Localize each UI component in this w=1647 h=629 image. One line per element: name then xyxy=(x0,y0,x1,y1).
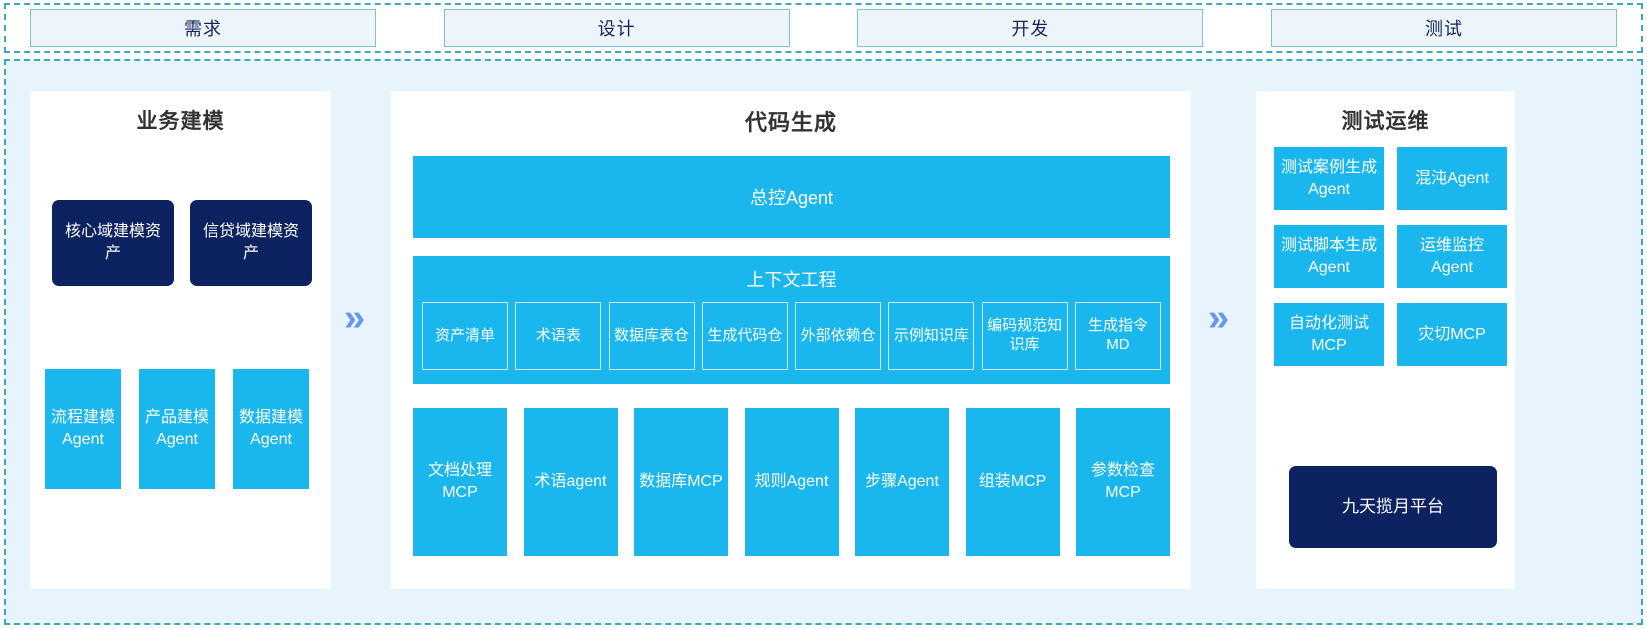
chip-label: 外部依赖仓 xyxy=(800,326,876,344)
master-agent-bar[interactable]: 总控Agent xyxy=(413,156,1170,238)
business-asset-group: 核心域建模资产 信贷域建模资产 xyxy=(52,200,312,286)
card-label: 运维监控Agent xyxy=(1419,236,1484,276)
panel-title-code-generation: 代码生成 xyxy=(744,110,837,135)
panel-title-business-modeling: 业务建模 xyxy=(136,110,225,133)
chip-label: 术语表 xyxy=(535,326,581,344)
stage-label: 设计 xyxy=(597,19,636,39)
testops-card-test-case-generation-agent[interactable]: 测试案例生成Agent xyxy=(1274,147,1384,210)
platform-card-jiutian-lanyue[interactable]: 九天揽月平台 xyxy=(1289,466,1497,548)
business-agent-group: 流程建模Agent 产品建模Agent 数据建模Agent xyxy=(45,369,309,489)
card-label: 信贷域建模资产 xyxy=(202,223,299,262)
chip-label: 资产清单 xyxy=(434,326,495,344)
testops-card-disaster-switch-mcp[interactable]: 灾切MCP xyxy=(1397,303,1507,366)
chip-label: 示例知识库 xyxy=(893,326,969,344)
tool-card-database-mcp[interactable]: 数据库MCP xyxy=(634,408,728,556)
card-label: 参数检查MCP xyxy=(1090,462,1155,501)
stage-box-testing[interactable]: 测试 xyxy=(1270,9,1617,47)
panel-business-modeling: 业务建模 核心域建模资产 信贷域建模资产 流程建模Agent 产品建模Agent… xyxy=(30,91,331,589)
stage-label: 需求 xyxy=(184,19,222,39)
agent-card-data-modeling[interactable]: 数据建模Agent xyxy=(233,369,309,489)
context-chip-generation-instruction-md[interactable]: 生成指令MD xyxy=(1074,302,1161,370)
tool-card-glossary-agent[interactable]: 术语agent xyxy=(523,408,618,556)
testops-card-automated-test-mcp[interactable]: 自动化测试MCP xyxy=(1274,303,1384,366)
context-engineering-title: 上下文工程 xyxy=(746,270,837,290)
tool-card-step-agent[interactable]: 步骤Agent xyxy=(855,408,949,556)
card-label: 测试案例生成Agent xyxy=(1280,158,1377,198)
card-label: 组装MCP xyxy=(978,473,1047,491)
tool-card-assembly-mcp[interactable]: 组装MCP xyxy=(965,408,1060,556)
stage-strip: 需求 设计 开发 测试 xyxy=(4,3,1643,53)
flow-chevron-icon-1: » xyxy=(344,297,365,339)
card-label: 灾切MCP xyxy=(1418,325,1486,343)
code-generation-tool-group: 文档处理MCP 术语agent 数据库MCP 规则Agent 步骤Agent 组… xyxy=(413,408,1170,556)
context-chip-group: 资产清单 术语表 数据库表仓 生成代码仓 外部依赖仓 示例知 xyxy=(413,292,1170,370)
card-label: 核心域建模资产 xyxy=(64,223,161,262)
chip-label: 生成代码仓 xyxy=(707,326,783,344)
context-chip-asset-list[interactable]: 资产清单 xyxy=(422,302,508,370)
context-chip-generated-code-repo[interactable]: 生成代码仓 xyxy=(701,302,788,370)
card-label: 步骤Agent xyxy=(865,473,939,491)
testops-card-test-script-generation-agent[interactable]: 测试脚本生成Agent xyxy=(1274,225,1384,288)
tool-card-rule-agent[interactable]: 规则Agent xyxy=(744,408,839,556)
flow-chevron-icon-2: » xyxy=(1208,297,1229,339)
context-engineering-block: 上下文工程 资产清单 术语表 数据库表仓 生成代码仓 外部依赖仓 xyxy=(413,256,1170,384)
panel-test-ops: 测试运维 测试案例生成Agent 混沌Agent 测试脚本生成Agent 运维监… xyxy=(1256,91,1515,589)
tool-card-document-processing-mcp[interactable]: 文档处理MCP xyxy=(413,408,507,556)
card-label: 产品建模Agent xyxy=(144,409,209,448)
agent-card-product-modeling[interactable]: 产品建模Agent xyxy=(139,369,215,489)
panel-title-test-ops: 测试运维 xyxy=(1341,110,1430,133)
card-label: 数据建模Agent xyxy=(238,409,303,448)
card-label: 文档处理MCP xyxy=(427,462,492,501)
context-chip-example-knowledge-base[interactable]: 示例知识库 xyxy=(888,302,975,370)
card-label: 数据库MCP xyxy=(639,473,723,491)
chip-label: 数据库表仓 xyxy=(614,326,690,344)
stage-box-design[interactable]: 设计 xyxy=(443,9,790,47)
test-ops-card-group: 测试案例生成Agent 混沌Agent 测试脚本生成Agent 运维监控Agen… xyxy=(1274,147,1507,366)
card-label: 流程建模Agent xyxy=(50,409,115,448)
card-label: 九天揽月平台 xyxy=(1342,496,1444,516)
asset-card-credit-domain[interactable]: 信贷域建模资产 xyxy=(190,200,312,286)
card-label: 测试脚本生成Agent xyxy=(1280,236,1377,276)
main-region: 业务建模 核心域建模资产 信贷域建模资产 流程建模Agent 产品建模Agent… xyxy=(4,59,1643,625)
master-agent-label: 总控Agent xyxy=(749,188,834,208)
context-chip-external-dependency-repo[interactable]: 外部依赖仓 xyxy=(795,302,882,370)
asset-card-core-domain[interactable]: 核心域建模资产 xyxy=(52,200,174,286)
stage-box-development[interactable]: 开发 xyxy=(857,9,1204,47)
chip-label: 编码规范知识库 xyxy=(987,317,1063,353)
card-label: 混沌Agent xyxy=(1415,169,1489,187)
panel-code-generation: 代码生成 总控Agent 上下文工程 资产清单 术语表 数据库表仓 xyxy=(391,91,1191,589)
agent-card-process-modeling[interactable]: 流程建模Agent xyxy=(45,369,121,489)
stage-box-requirements[interactable]: 需求 xyxy=(30,9,376,47)
stage-label: 测试 xyxy=(1424,19,1463,39)
card-label: 术语agent xyxy=(534,473,607,491)
testops-card-ops-monitoring-agent[interactable]: 运维监控Agent xyxy=(1397,225,1507,288)
context-chip-db-table-repo[interactable]: 数据库表仓 xyxy=(608,302,695,370)
stage-label: 开发 xyxy=(1011,19,1050,39)
card-label: 自动化测试MCP xyxy=(1288,314,1369,354)
tool-card-parameter-check-mcp[interactable]: 参数检查MCP xyxy=(1076,408,1170,556)
testops-card-chaos-agent[interactable]: 混沌Agent xyxy=(1397,147,1507,210)
context-chip-glossary[interactable]: 术语表 xyxy=(515,302,602,370)
card-label: 规则Agent xyxy=(754,473,829,491)
chip-label: 生成指令MD xyxy=(1087,317,1148,353)
context-chip-coding-standard-knowledge-base[interactable]: 编码规范知识库 xyxy=(981,302,1068,370)
